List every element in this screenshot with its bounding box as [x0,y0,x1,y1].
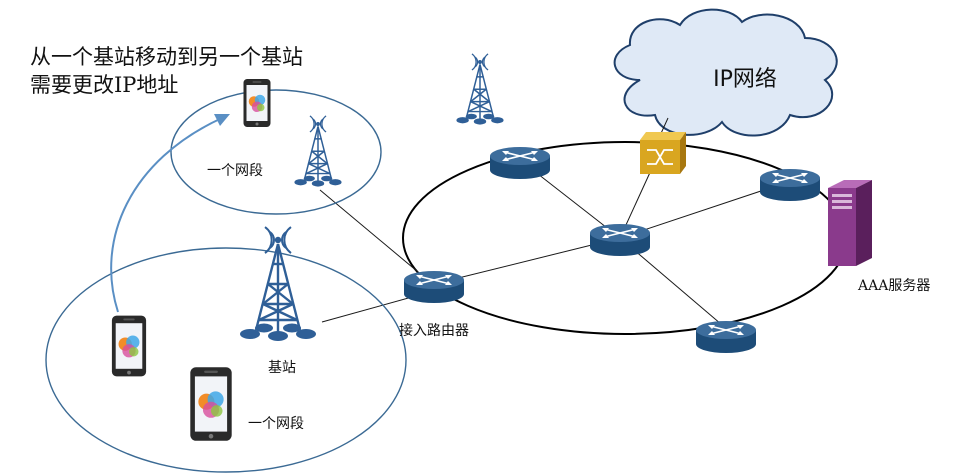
router-icon [695,320,757,354]
cloud-label: IP网络 [713,67,777,92]
link-tower-router [319,189,431,283]
segment-top-circle [170,89,382,215]
smartphone-icon [111,315,147,377]
segment-top-label: 一个网段 [207,163,263,179]
segment-bottom-circle [45,247,407,473]
aaa-server-label: AAA服务器 [857,278,930,294]
smartphone-icon [243,79,271,127]
server-icon [828,180,872,266]
router-icon [489,146,551,180]
router-icon [759,168,821,202]
migration-arrow [110,117,223,313]
router-icon [589,223,651,257]
access-router-label: 接入路由器 [399,322,469,339]
smartphone-icon [190,367,232,441]
radio-tower-icon [455,53,505,126]
arrow-head-icon [214,114,230,126]
switch-icon [640,132,686,174]
radio-tower-icon [293,115,343,188]
radio-tower-icon [238,225,318,343]
base-station-label: 基站 [268,359,296,376]
caption-line-1: 从一个基站移动到另一个基站 [30,45,303,69]
router-icon [403,270,465,304]
caption-line-2: 需要更改IP地址 [30,73,178,97]
segment-bottom-label: 一个网段 [248,416,304,432]
